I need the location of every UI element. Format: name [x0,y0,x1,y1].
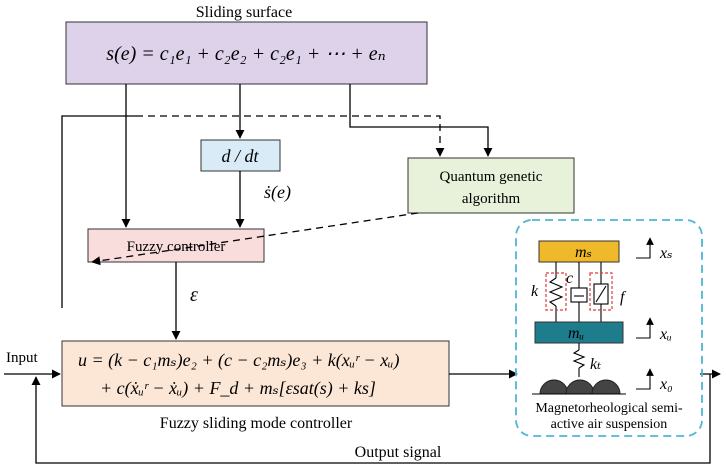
control-law-line2: + c(ẋᵤʳ − ẋᵤ) + F_d + mₛ[εsat(s) + ks] [100,378,376,399]
sliding-surface-formula: s(e) = c₁e₁ + c₂e₂ + c₂e₁ + ⋯ + eₙ [106,43,385,65]
mr-force-label: f [620,289,627,306]
xu-label: xᵤ [659,326,672,343]
mr-damper [593,262,609,322]
sprung-mass-label: mₛ [575,244,592,261]
derivative-box [200,139,281,172]
control-law-line1: u = (k − c₁mₛ)e₂ + (c − c₂mₛ)e₃ + k(xᵤʳ … [78,350,399,371]
fsmc-label: Fuzzy sliding mode controller [160,415,353,432]
suspension-spring [548,262,564,322]
epsilon-label: ε [190,284,198,306]
xs-indicator [636,237,654,259]
suspension-damper [570,262,588,322]
x0-label: x₀ [659,376,673,393]
s-dot-label: ṡ(e) [264,182,291,203]
spring-label: k [531,283,539,300]
tire-spring [572,343,586,377]
output-feedback-line [31,374,711,464]
output-signal-label: Output signal [355,444,442,461]
unsprung-mass-label: mᵤ [568,325,584,342]
arrow-surface-to-qga [349,84,493,157]
control-law-box [61,340,450,407]
suspension-caption-line2: active air suspension [551,417,668,432]
qga-label-line1: Quantum genetic [440,169,543,185]
qga-label-line2: algorithm [462,191,521,207]
wheels [532,379,626,395]
x0-indicator [636,368,654,390]
dashed-arrow-qga-to-fuzzy [91,212,419,266]
dashed-arrow-to-qga [136,115,445,157]
mr-damper-highlight [589,272,613,311]
derivative-label: d / dt [221,146,259,166]
connectors [4,84,721,464]
spring-highlight [545,272,567,311]
suspension-caption-line1: Magnetorheological semi- [535,401,683,416]
xu-indicator [636,317,654,339]
fuzzy-controller-label: Fuzzy controller [127,239,226,255]
xs-label: xₛ [659,245,673,262]
tire-spring-label: kₜ [590,356,601,373]
qga-box [407,157,575,214]
damper-label: c [566,270,573,287]
sliding-surface-title: Sliding surface [196,4,292,21]
feedback-line-to-top [61,115,136,308]
fuzzy-controller-box [87,228,265,263]
sliding-surface-box [65,21,428,85]
input-label: Input [6,350,38,366]
